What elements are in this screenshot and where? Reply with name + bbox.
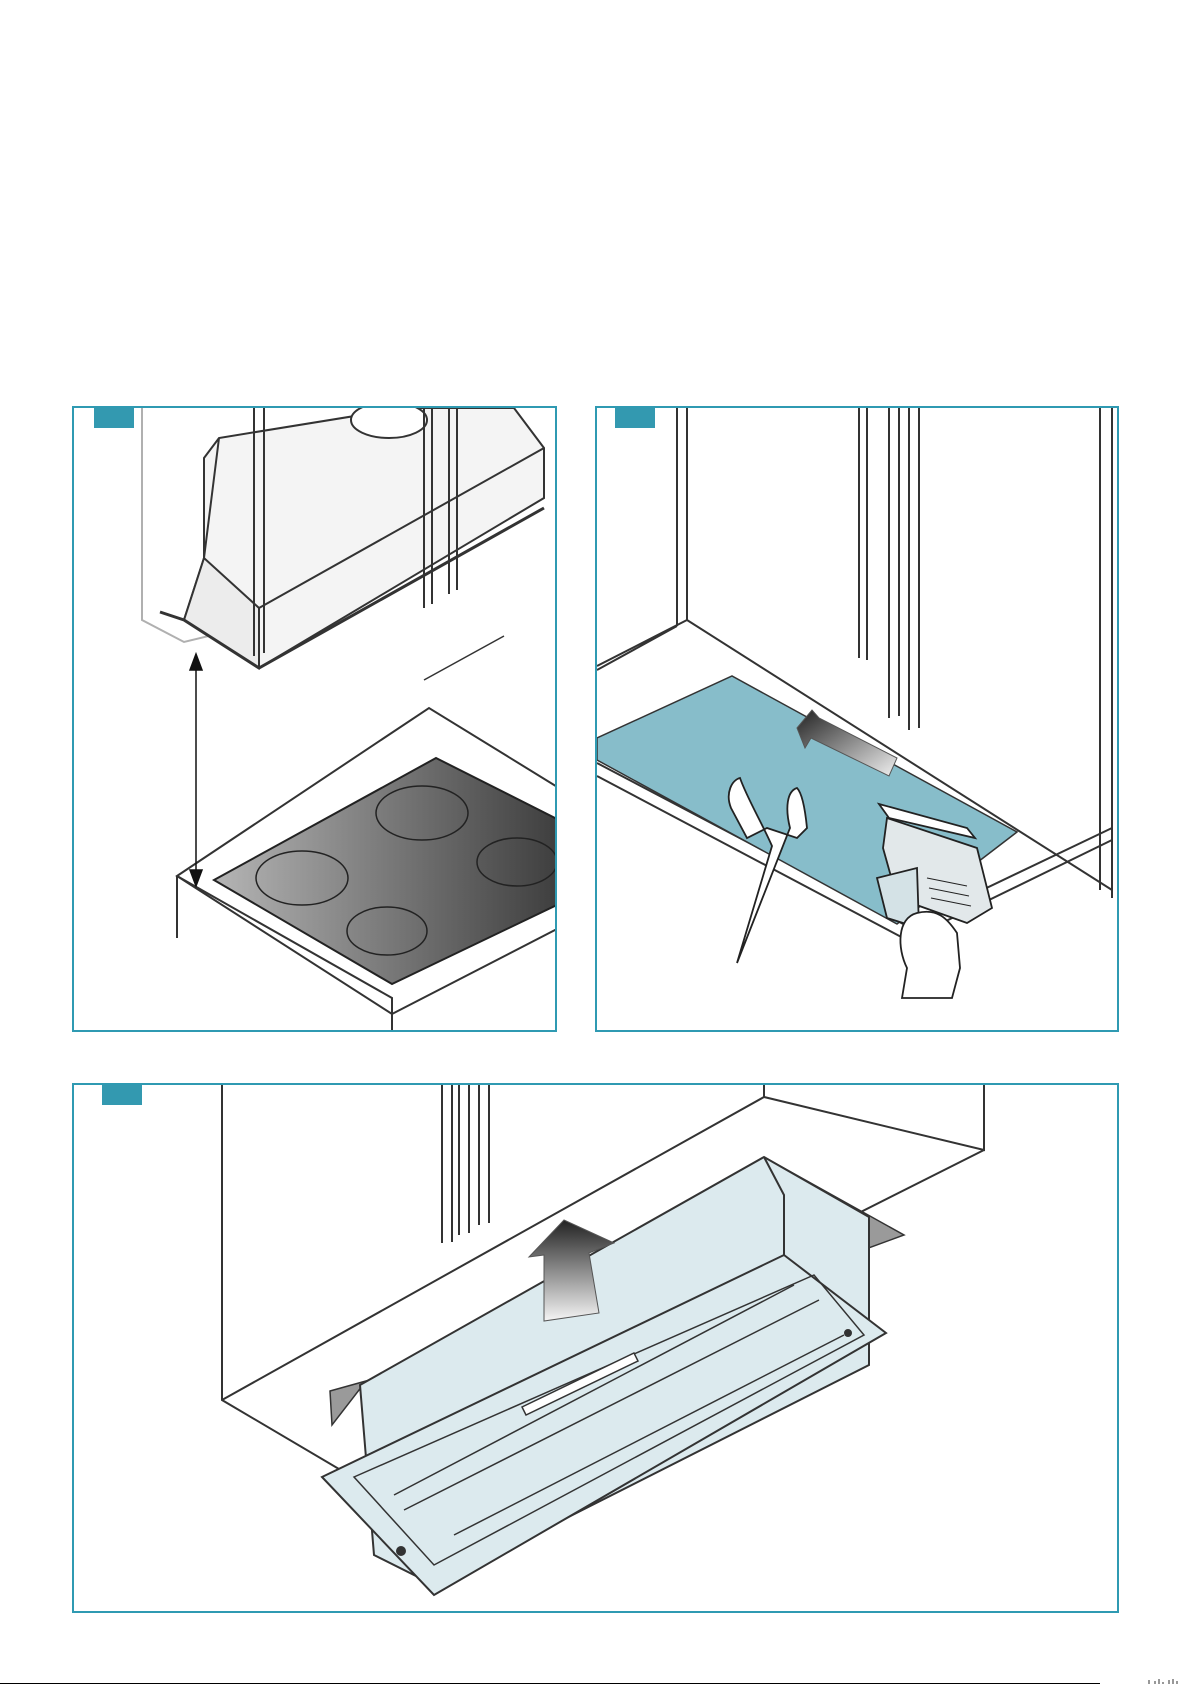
double-headed-arrow-icon <box>190 654 202 886</box>
cooker-hood <box>322 1157 886 1595</box>
hood-above-hob-illustration <box>74 408 557 1032</box>
footer-rule <box>0 1683 1100 1684</box>
pipes <box>442 1085 489 1243</box>
illustration-panel-2 <box>595 406 1119 1032</box>
hood-insertion-illustration <box>74 1085 1119 1613</box>
illustration-panel-1 <box>72 406 557 1032</box>
pipes <box>859 408 919 730</box>
cooker-hood <box>160 408 544 668</box>
cutting-template-illustration <box>597 408 1119 1032</box>
footer-marks-icon <box>1147 1678 1187 1685</box>
illustration-panel-3 <box>72 1083 1119 1613</box>
step-badge-2 <box>615 406 655 428</box>
step-badge-3 <box>102 1083 142 1105</box>
step-badge-1 <box>94 406 134 428</box>
